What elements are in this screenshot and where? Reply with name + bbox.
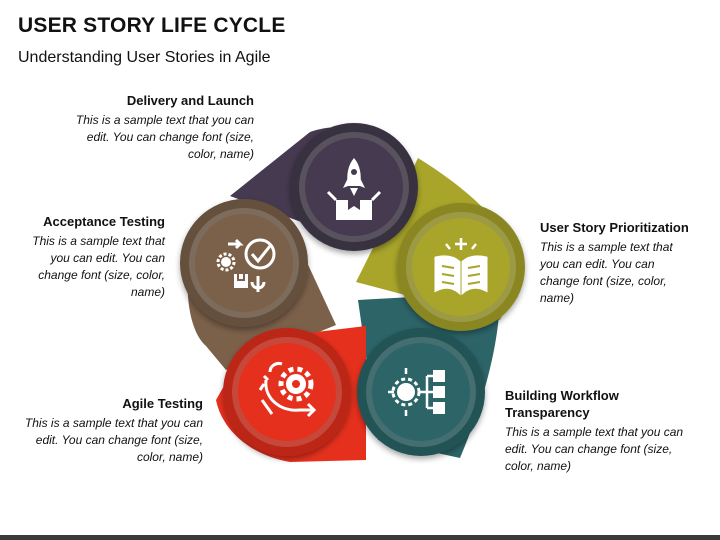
label-agile-description: This is a sample text that you can edit.… <box>24 416 203 464</box>
inner-delivery <box>299 132 409 242</box>
page-subtitle: Understanding User Stories in Agile <box>18 49 271 66</box>
inner-prioritization <box>406 212 516 322</box>
label-prioritization-title: User Story Prioritization <box>540 220 689 235</box>
checkmark-process-icon <box>216 238 276 292</box>
gear-cycle-icon <box>258 362 317 418</box>
label-prioritization-description: This is a sample text that you can edit.… <box>540 240 673 305</box>
label-workflow-title: Building Workflow Transparency <box>505 388 619 420</box>
label-workflow-description: This is a sample text that you can edit.… <box>505 425 684 473</box>
label-delivery-description: This is a sample text that you can edit.… <box>75 113 254 161</box>
page-title: USER STORY LIFE CYCLE <box>18 14 286 37</box>
label-acceptance-title: Acceptance Testing <box>43 214 165 229</box>
rocket-box-icon <box>326 158 382 220</box>
label-delivery: Delivery and Launch This is a sample tex… <box>70 92 254 163</box>
label-delivery-title: Delivery and Launch <box>126 93 254 108</box>
label-prioritization: User Story Prioritization This is a samp… <box>540 219 690 307</box>
workflow-hierarchy-icon <box>388 368 445 416</box>
label-acceptance-description: This is a sample text that you can edit.… <box>32 234 165 299</box>
inner-agile <box>232 337 342 447</box>
label-acceptance: Acceptance Testing This is a sample text… <box>30 213 165 301</box>
label-agile-title: Agile Testing <box>122 396 203 411</box>
label-agile: Agile Testing This is a sample text that… <box>20 395 203 466</box>
label-workflow: Building Workflow Transparency This is a… <box>505 387 690 475</box>
bottom-bar <box>0 535 720 540</box>
inner-acceptance <box>189 208 299 318</box>
open-book-icon <box>434 238 488 296</box>
